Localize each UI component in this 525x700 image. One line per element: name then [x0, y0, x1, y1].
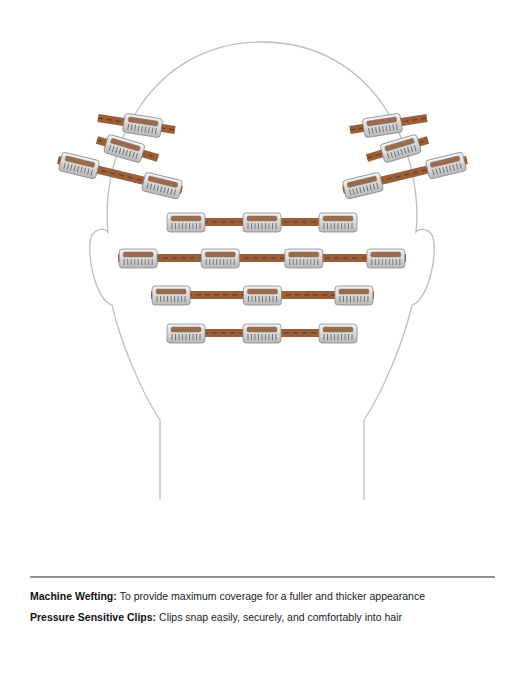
pressure-clip — [58, 152, 99, 179]
weft-stitch — [118, 258, 406, 259]
note-line: Pressure Sensitive Clips:Clips snap easi… — [30, 607, 505, 628]
note-text: Clips snap easily, securely, and comfort… — [159, 611, 402, 623]
hair-weft — [151, 286, 374, 305]
pressure-clip — [243, 213, 281, 232]
weft-band — [118, 254, 406, 262]
note-heading: Pressure Sensitive Clips: — [30, 611, 156, 623]
pressure-clip — [122, 113, 162, 138]
pressure-clip — [167, 324, 205, 343]
note-heading: Machine Wefting: — [30, 590, 117, 602]
hair-weft — [118, 249, 406, 268]
notes-block: Machine Wefting:To provide maximum cover… — [30, 586, 505, 628]
pressure-clip — [319, 213, 357, 232]
note-text: To provide maximum coverage for a fuller… — [120, 590, 425, 602]
weft-group — [58, 113, 467, 343]
pressure-clip — [152, 286, 190, 305]
pressure-clip — [367, 249, 405, 268]
divider-rule — [30, 577, 495, 578]
hair-weft — [97, 134, 158, 163]
hair-weft — [367, 134, 428, 163]
hair-weft — [167, 324, 357, 343]
pressure-clip — [425, 152, 466, 179]
pressure-clip — [335, 286, 373, 305]
pressure-clip — [243, 324, 281, 343]
pressure-clip — [141, 172, 182, 199]
pressure-clip — [119, 249, 157, 268]
hair-weft — [350, 113, 427, 138]
note-line: Machine Wefting:To provide maximum cover… — [30, 586, 505, 607]
hair-weft — [98, 113, 175, 138]
pressure-clip — [103, 134, 145, 163]
pressure-clip — [167, 213, 205, 232]
hair-weft — [58, 152, 183, 200]
pressure-clip — [319, 324, 357, 343]
pressure-clip — [201, 249, 239, 268]
pressure-clip — [342, 172, 383, 199]
pressure-clip — [362, 113, 402, 138]
hair-weft — [342, 152, 467, 200]
pressure-clip — [380, 134, 422, 163]
pressure-clip — [244, 286, 282, 305]
head-outline — [90, 42, 435, 500]
hair-weft — [167, 213, 357, 232]
pressure-clip — [285, 249, 323, 268]
